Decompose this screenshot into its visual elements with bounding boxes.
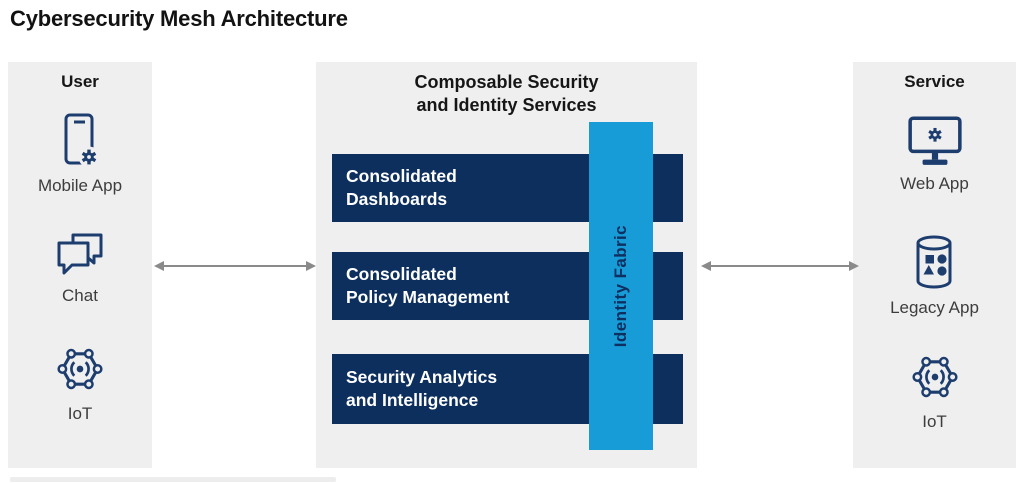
mobile-app-label: Mobile App bbox=[37, 176, 123, 195]
web-app-node: Web App bbox=[900, 114, 969, 194]
chat-node: Chat bbox=[52, 228, 108, 306]
user-panel-heading: User bbox=[61, 72, 99, 91]
identity-fabric-bar: Identity Fabric bbox=[589, 122, 653, 450]
composable-services-panel: Composable Security and Identity Service… bbox=[316, 62, 697, 468]
iot-icon bbox=[51, 340, 109, 398]
web-app-icon bbox=[906, 114, 964, 168]
iot-icon bbox=[906, 348, 964, 406]
web-app-label: Web App bbox=[900, 174, 969, 193]
chat-label: Chat bbox=[62, 286, 98, 305]
iot-label: IoT bbox=[67, 404, 93, 423]
bar-line: Dashboards bbox=[346, 189, 448, 209]
composable-services-heading: Composable Security and Identity Service… bbox=[316, 71, 697, 116]
mobile-app-node: Mobile App bbox=[38, 112, 122, 196]
bar-line: Policy Management bbox=[346, 287, 510, 307]
bar-line: Consolidated bbox=[346, 264, 457, 285]
user-to-services-arrow bbox=[154, 258, 316, 274]
services-to-service-arrow bbox=[701, 258, 859, 274]
bar-line: Consolidated bbox=[346, 166, 457, 187]
service-panel-heading: Service bbox=[904, 72, 965, 91]
legacy-app-label: Legacy App bbox=[890, 298, 979, 317]
heading-line-2: and Identity Services bbox=[416, 94, 597, 115]
legacy-app-node: Legacy App bbox=[890, 234, 979, 318]
iot-service-node: IoT bbox=[906, 348, 964, 432]
heading-line-1: Composable Security bbox=[414, 72, 599, 92]
bar-line: and Intelligence bbox=[346, 390, 479, 410]
bar-line: Security Analytics bbox=[346, 367, 498, 388]
identity-fabric-label: Identity Fabric bbox=[611, 224, 630, 348]
iot-node: IoT bbox=[51, 340, 109, 424]
chat-icon bbox=[52, 228, 108, 280]
cropped-text-artifact bbox=[10, 477, 336, 482]
iot-service-label: IoT bbox=[922, 412, 947, 431]
mobile-app-icon bbox=[57, 112, 103, 170]
page-title: Cybersecurity Mesh Architecture bbox=[10, 6, 348, 31]
service-panel: Service Web App bbox=[853, 62, 1016, 468]
legacy-app-icon bbox=[910, 234, 958, 292]
user-panel: User Mobile App bbox=[8, 62, 152, 468]
